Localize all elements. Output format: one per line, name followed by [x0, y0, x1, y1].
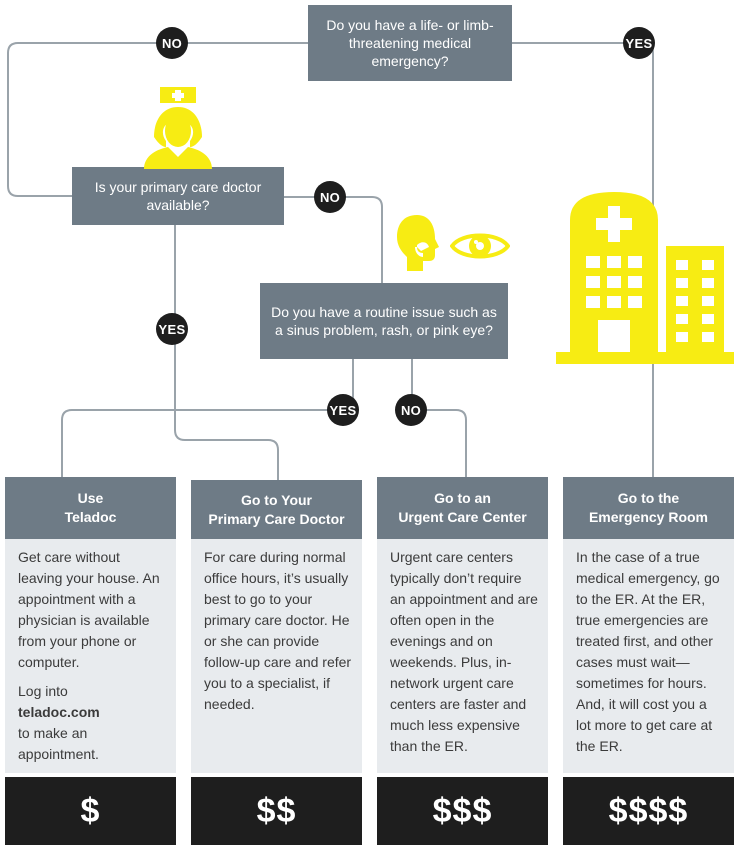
- title-line2: Teladoc: [64, 509, 117, 525]
- option-primary-care-title: Go to Your Primary Care Doctor: [191, 480, 362, 539]
- option-emergency-room-title: Go to the Emergency Room: [563, 477, 734, 539]
- option-teladoc-body: Get care without leaving your house. An …: [5, 539, 176, 773]
- login-prefix: Log into: [18, 683, 68, 699]
- option-urgent-care: Go to an Urgent Care Center Urgent care …: [377, 477, 548, 845]
- question-primary-care: Is your primary care doctor available?: [72, 167, 284, 225]
- option-teladoc-description: Get care without leaving your house. An …: [18, 549, 160, 670]
- title-line1: Go to the: [617, 490, 680, 506]
- title-line1: Go to an: [434, 490, 491, 506]
- title-line2: Primary Care Doctor: [208, 510, 345, 527]
- option-primary-care: Go to Your Primary Care Doctor For care …: [191, 480, 362, 845]
- title-line1: Use: [77, 490, 104, 506]
- title-line2: Urgent Care Center: [398, 509, 527, 525]
- question-routine-issue: Do you have a routine issue such as a si…: [260, 283, 508, 359]
- option-teladoc-title: Use Teladoc: [5, 477, 176, 539]
- question-emergency: Do you have a life- or limb- threatening…: [308, 5, 512, 81]
- title-line2: Emergency Room: [588, 509, 709, 525]
- nurse-icon: [144, 87, 212, 169]
- badge-no-primary: NO: [314, 181, 346, 213]
- option-emergency-room-description: In the case of a true medical emergency,…: [576, 549, 720, 754]
- option-teladoc: Use Teladoc Get care without leaving you…: [5, 477, 176, 845]
- badge-no-emergency: NO: [156, 27, 188, 59]
- option-primary-care-body: For care during normal office hours, it’…: [191, 539, 362, 773]
- badge-no-routine: NO: [395, 394, 427, 426]
- option-teladoc-cost: $: [5, 777, 176, 845]
- option-primary-care-description: For care during normal office hours, it’…: [204, 549, 352, 712]
- option-urgent-care-title: Go to an Urgent Care Center: [377, 477, 548, 539]
- option-urgent-care-description: Urgent care centers typically don’t requ…: [390, 549, 538, 754]
- head-profile-icon: [397, 215, 439, 271]
- teladoc-link[interactable]: teladoc.com: [18, 704, 100, 720]
- question-primary-care-text: Is your primary care doctor available?: [94, 179, 262, 213]
- option-urgent-care-body: Urgent care centers typically don’t requ…: [377, 539, 548, 773]
- option-emergency-room-body: In the case of a true medical emergency,…: [563, 539, 734, 773]
- login-suffix: to make an appointment.: [18, 725, 99, 762]
- eye-icon: [450, 233, 510, 259]
- badge-yes-primary: YES: [156, 313, 188, 345]
- badge-yes-emergency: YES: [623, 27, 655, 59]
- title-line1: Go to Your: [240, 491, 313, 508]
- option-teladoc-login: Log into teladoc.com to make an appointm…: [18, 681, 166, 765]
- option-emergency-room-cost: $$$$: [563, 777, 734, 845]
- hospital-icon: [556, 192, 734, 364]
- option-urgent-care-cost: $$$: [377, 777, 548, 845]
- question-emergency-text: Do you have a life- or limb- threatening…: [326, 17, 494, 69]
- badge-yes-routine: YES: [327, 394, 359, 426]
- question-routine-issue-text: Do you have a routine issue such as a si…: [271, 304, 497, 338]
- option-primary-care-cost: $$: [191, 777, 362, 845]
- option-emergency-room: Go to the Emergency Room In the case of …: [563, 477, 734, 845]
